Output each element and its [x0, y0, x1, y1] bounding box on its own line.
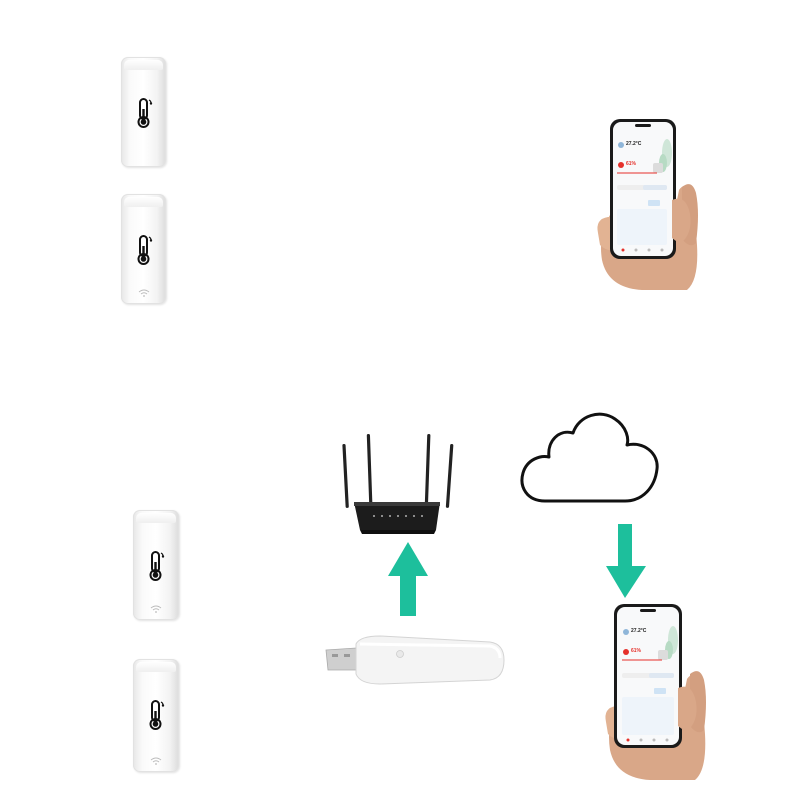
thermometer-icon	[137, 235, 152, 265]
phone-in-hand-top: 27.2°C 61%	[590, 115, 705, 290]
sensor-device-2	[121, 194, 166, 304]
wifi-icon	[150, 605, 162, 613]
wifi-icon	[150, 757, 162, 765]
humidity-reading: 61%	[631, 648, 642, 654]
thermometer-icon	[149, 700, 165, 730]
phone-in-hand-bottom: 27.2°C 61%	[598, 600, 713, 780]
arrow-up-icon	[386, 540, 430, 618]
thermometer-icon	[149, 551, 165, 581]
sensor-device-3	[133, 510, 179, 620]
sensor-device-1	[121, 57, 166, 167]
thermometer-icon	[137, 98, 152, 128]
router-icon	[330, 430, 460, 540]
sensor-device-4	[133, 659, 179, 772]
usb-gateway-icon	[320, 630, 510, 690]
temperature-reading: 27.2°C	[631, 628, 647, 634]
cloud-icon	[515, 405, 665, 505]
humidity-reading: 61%	[626, 161, 637, 167]
wifi-icon	[138, 289, 149, 297]
arrow-down-icon	[604, 522, 650, 600]
temperature-reading: 27.2°C	[626, 141, 642, 147]
